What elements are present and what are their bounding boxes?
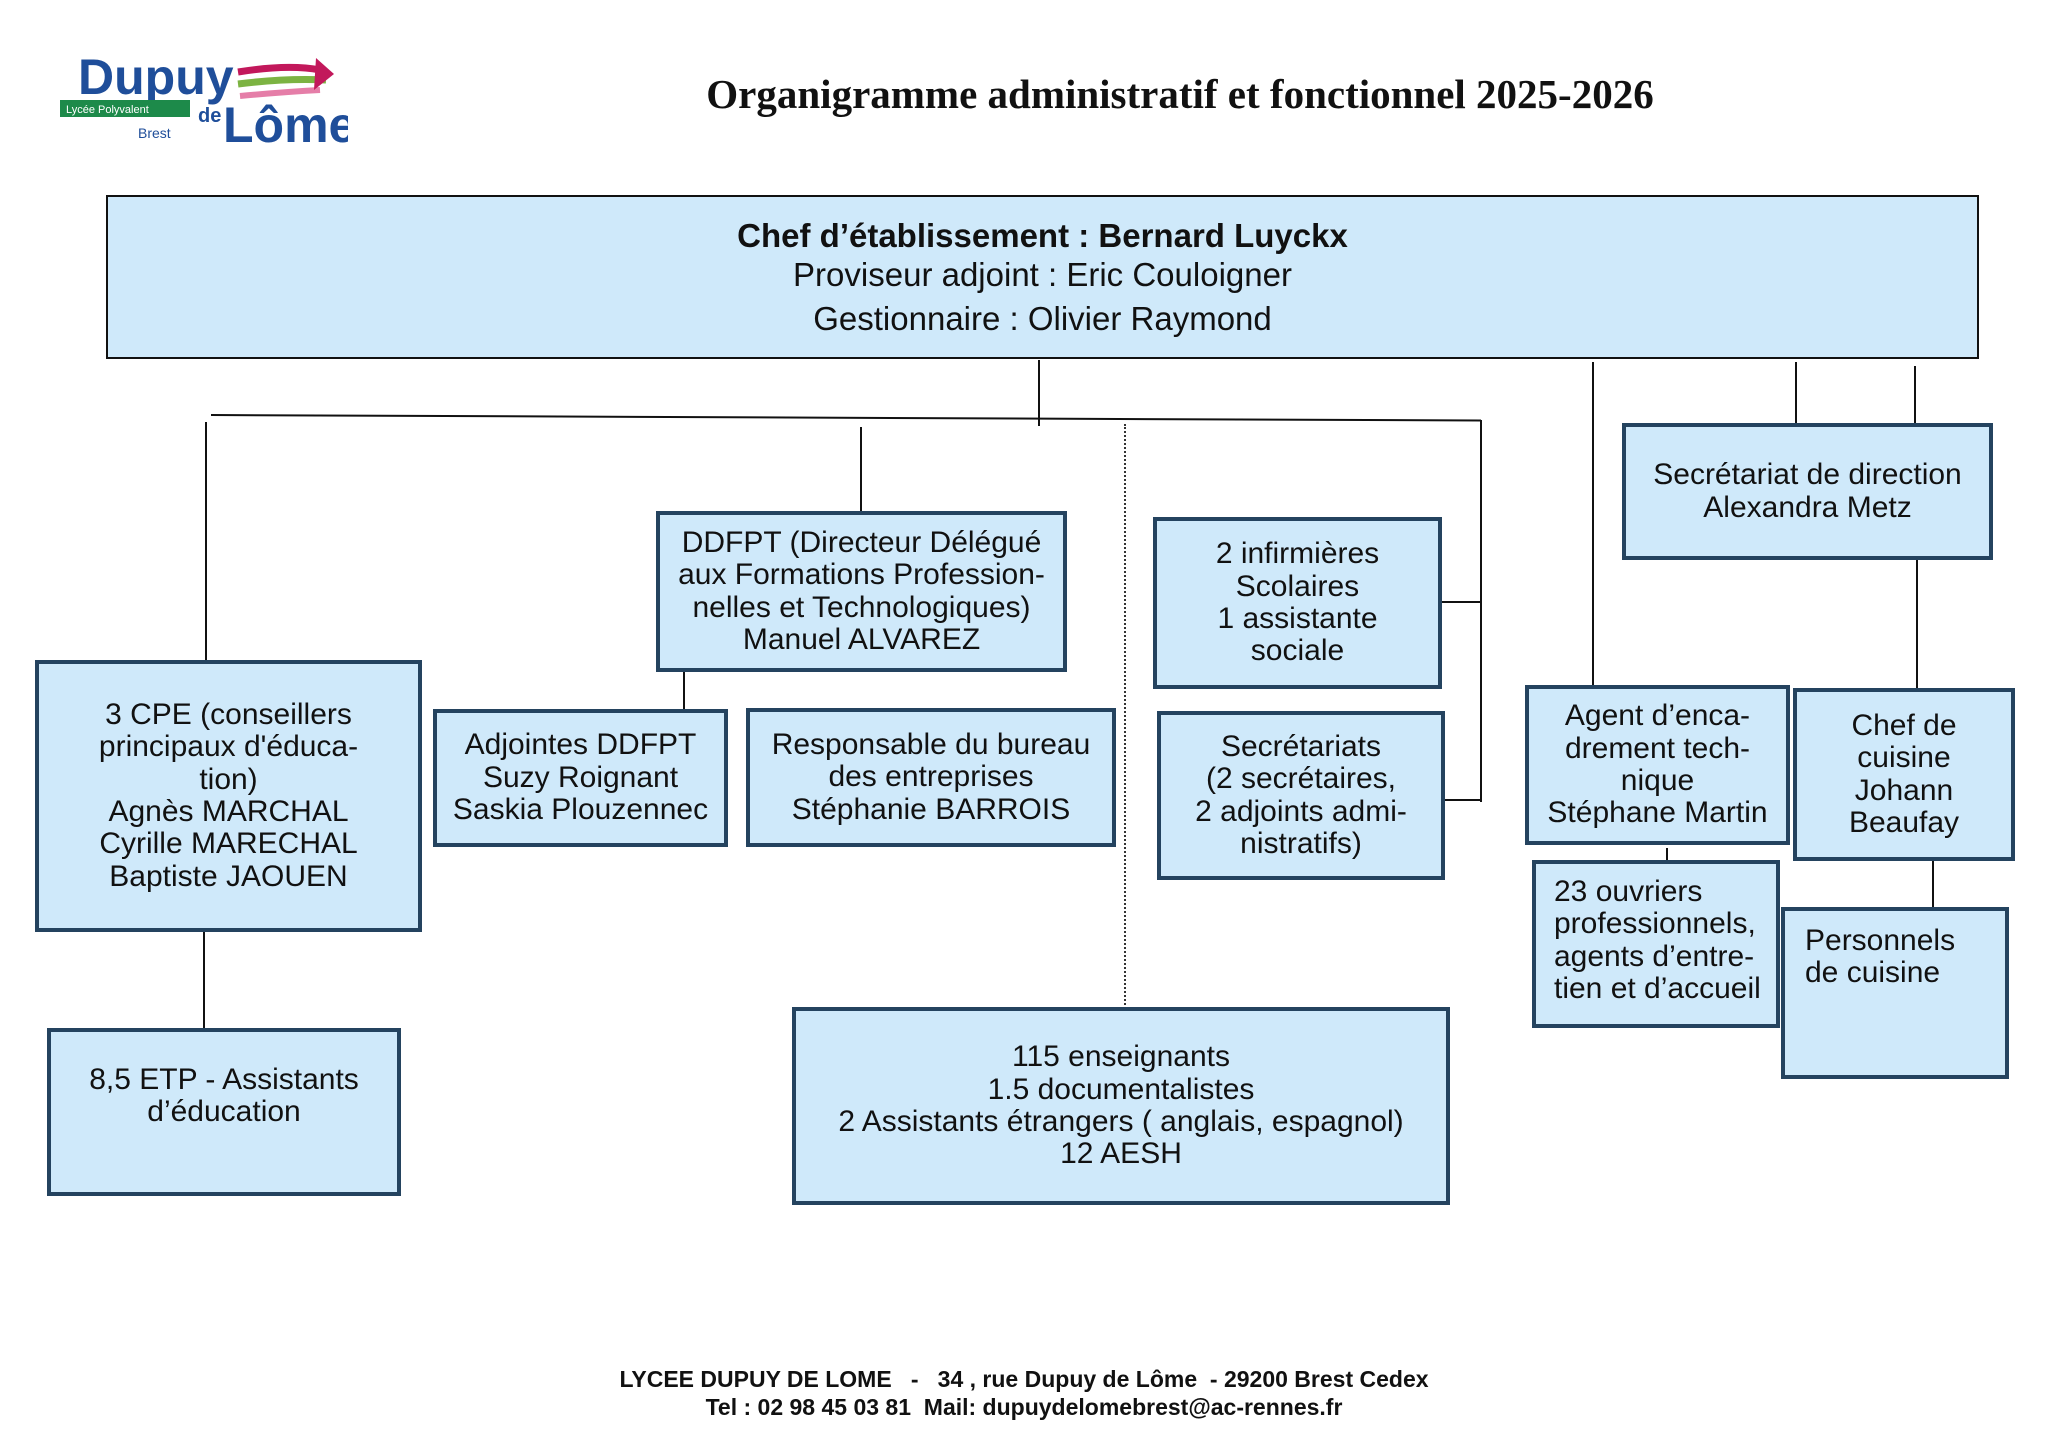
secretariat-direction-box: Secrétariat de direction Alexandra Metz [1622,423,1993,560]
secretariats-line: nistratifs) [1240,826,1362,860]
enseignants-line: 12 AESH [1060,1137,1182,1171]
logo-word-de: de [198,105,221,127]
logo-swoosh-light [239,87,321,99]
personnels-cuisine-line: de cuisine [1805,956,1941,990]
footer: LYCEE DUPUY DE LOME - 34 , rue Dupuy de … [400,1366,1648,1421]
enseignants-line: 2 Assistants étrangers ( anglais, espagn… [838,1105,1404,1138]
page-title: Organigramme administratif et fonctionne… [706,71,1654,117]
secretariat-direction-line: Secrétariat de direction [1653,458,1962,492]
chef-cuisine-line: cuisine [1857,741,1951,775]
connector-right-top [1914,366,1916,424]
cpe-line: 3 CPE (conseillers [105,697,352,731]
cpe-line: Baptiste JAOUEN [109,859,348,893]
secretariats-box: Secrétariats (2 secrétaires, 2 adjoints … [1157,711,1445,880]
enseignants-box: 115 enseignants 1.5 documentalistes 2 As… [792,1007,1450,1205]
ddfpt-line: aux Formations Profession- [678,558,1045,592]
chef-cuisine-line: Chef de [1851,708,1957,742]
logo-word-lome: Lôme [223,97,348,150]
secretariats-line: (2 secrétaires, [1205,762,1397,796]
connector-agent [1592,362,1594,688]
proviseur-adjoint: Proviseur adjoint : Eric Couloigner [793,256,1292,294]
ouvriers-line: 23 ouvriers [1554,875,1703,908]
connector-secretariat-direction [1795,362,1797,424]
logo-tag: Lycée Polyvalent [66,104,149,116]
cpe-line: Agnès MARCHAL [108,795,349,828]
secretariat-direction-line: Alexandra Metz [1703,490,1912,524]
infirmieres-line: Scolaires [1235,569,1360,603]
bureau-line: Responsable du bureau [771,727,1091,761]
ouvriers-line: professionnels, [1554,907,1756,941]
footer-address: LYCEE DUPUY DE LOME - 34 , rue Dupuy de … [619,1366,1429,1392]
cpe-box: 3 CPE (conseillers principaux d'éduca- t… [35,660,422,932]
connector-infirmieres [1440,601,1482,603]
ouvriers-line: agents d’entre- [1554,939,1755,973]
ddfpt-line: DDFPT (Directeur Délégué [681,525,1042,559]
infirmieres-line: sociale [1250,634,1345,668]
connector-cpe [205,422,207,662]
adjointes-line: Saskia Plouzennec [452,793,709,827]
school-logo: Dupuy de Lôme Lycée Polyvalent Brest [58,49,356,153]
connector-personnels-cuisine [1932,860,1934,908]
logo-swoosh-pink [237,63,321,76]
personnels-cuisine-box: Personnels de cuisine [1781,907,2009,1079]
agent-line: Agent d’enca- [1564,699,1751,733]
ddfpt-line: nelles et Technologiques) [692,590,1031,624]
assistants-box: 8,5 ETP - Assistants d’éducation [47,1028,401,1196]
adjointes-line: Adjointes DDFPT [464,728,697,762]
connector-main-horizontal [210,414,1481,422]
ouvriers-line: tien et d’accueil [1554,972,1761,1006]
agent-line: nique [1620,764,1695,797]
cpe-line: Cyrille MARECHAL [99,827,358,861]
bureau-entreprises-box: Responsable du bureau des entreprises St… [746,708,1116,847]
infirmieres-line: 2 infirmières [1215,537,1380,571]
adjointes-ddfpt-box: Adjointes DDFPT Suzy Roignant Saskia Plo… [433,709,728,847]
adjointes-line: Suzy Roignant [482,760,679,794]
chef-cuisine-line: Johann [1854,773,1954,807]
agent-line: drement tech- [1564,731,1751,765]
personnels-cuisine-line: Personnels [1805,924,1956,957]
head-of-school-box: Chef d’établissement : Bernard Luyckx Pr… [106,195,1979,359]
secretariats-line: Secrétariats [1220,729,1382,763]
connector-ddfpt [860,427,862,511]
connector-chef-cuisine [1916,558,1918,690]
bureau-line: des entreprises [828,760,1034,794]
logo-city: Brest [138,125,171,141]
chef-etablissement: Chef d’établissement : Bernard Luyckx [737,216,1348,254]
connector-adjointes [683,668,685,712]
connector-top-main [1038,360,1040,426]
logo-tag-band [60,100,190,117]
infirmieres-box: 2 infirmières Scolaires 1 assistante soc… [1153,517,1442,689]
chef-cuisine-box: Chef de cuisine Johann Beaufay [1793,688,2015,861]
logo-arrow-head [314,58,334,90]
cpe-line: principaux d'éduca- [98,730,359,764]
connector-right-vertical [1480,420,1482,802]
ddfpt-line: Manuel ALVAREZ [742,622,981,656]
footer-contact: Tel : 02 98 45 03 81 Mail: dupuydelomebr… [705,1393,1343,1420]
connector-enseignants-dotted [1124,424,1126,1009]
gestionnaire: Gestionnaire : Olivier Raymond [813,299,1272,337]
enseignants-line: 115 enseignants [1012,1040,1230,1074]
logo-swoosh-green [237,76,327,88]
cpe-line: tion) [199,762,258,796]
infirmieres-line: 1 assistante [1217,602,1378,635]
assistants-line: 8,5 ETP - Assistants [89,1063,359,1096]
connector-ouvriers [1666,848,1668,860]
bureau-line: Stéphanie BARROIS [791,792,1071,826]
connector-assistants [203,930,205,1030]
ouvriers-box: 23 ouvriers professionnels, agents d’ent… [1532,860,1780,1028]
agent-line: Stéphane Martin [1547,796,1768,830]
enseignants-line: 1.5 documentalistes [987,1072,1255,1106]
logo-word-dupuy: Dupuy [78,50,234,105]
chef-cuisine-line: Beaufay [1848,805,1960,839]
assistants-line: d’éducation [147,1095,301,1129]
ddfpt-box: DDFPT (Directeur Délégué aux Formations … [656,511,1067,672]
connector-secretariats [1444,799,1482,801]
secretariats-line: 2 adjoints admi- [1195,794,1407,828]
agent-encadrement-box: Agent d’enca- drement tech- nique Stépha… [1525,685,1790,845]
